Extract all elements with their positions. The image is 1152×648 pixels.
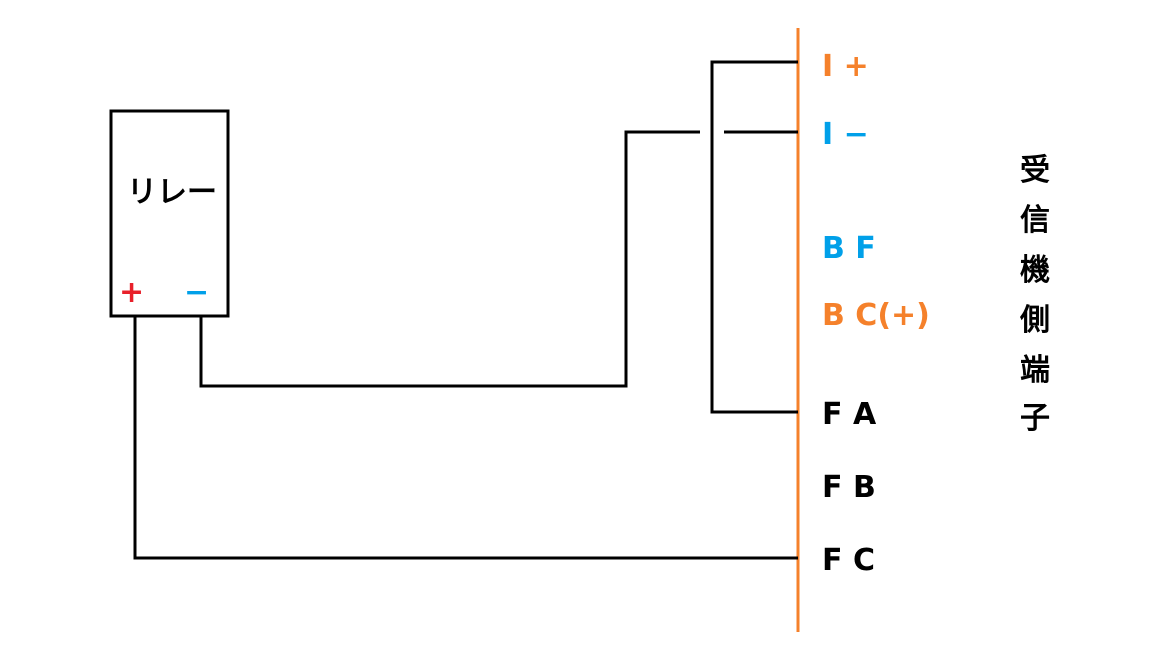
title-char: 信 (1020, 203, 1050, 238)
relay-minus-terminal: − (184, 275, 209, 310)
title-char: 受 (1020, 153, 1050, 188)
terminal-fc: F C (822, 543, 875, 578)
terminal-i-minus: I − (822, 117, 869, 152)
title-char: 機 (1020, 253, 1050, 288)
title-char: 子 (1020, 401, 1050, 436)
title-char: 側 (1019, 303, 1050, 338)
wire-relay-minus-to-i-minus (199, 130, 700, 388)
terminal-bc-plus: B C(+) (822, 298, 930, 333)
wire-i-plus-to-fa (710, 60, 798, 414)
relay-box (109, 109, 230, 318)
relay-label: リレー (127, 175, 217, 210)
title-char: 端 (1020, 353, 1050, 388)
receiver-side-terminals-title: 受 信 機 側 端 子 (1019, 153, 1050, 436)
relay-plus-terminal: + (119, 275, 144, 310)
terminal-fb: F B (822, 470, 876, 505)
wire-relay-plus-to-fc (133, 316, 798, 560)
terminal-bf: B F (822, 231, 876, 266)
terminal-i-plus: I + (822, 49, 869, 84)
terminal-fa: F A (822, 397, 877, 432)
